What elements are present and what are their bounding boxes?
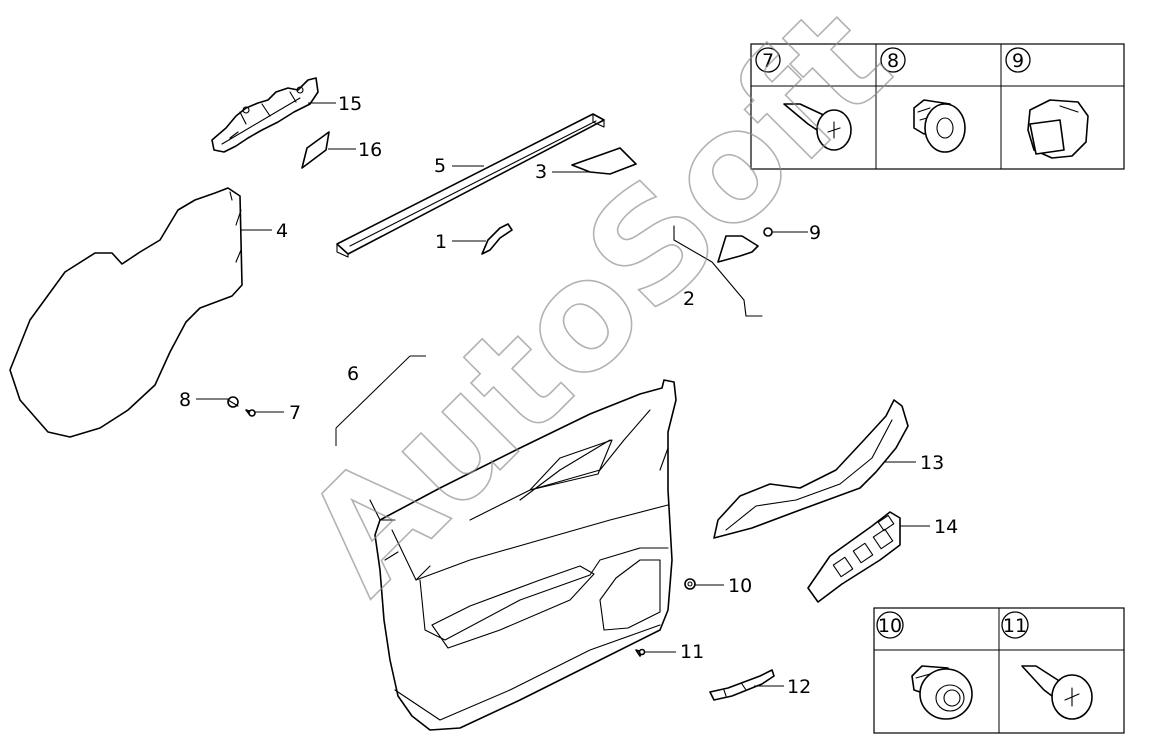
callout-10: 10: [728, 575, 752, 597]
part-2-corner-trim: [673, 225, 763, 317]
part-4-watershield: [9, 187, 243, 438]
clip-8-small: [227, 396, 239, 408]
clip-10-small: [684, 578, 696, 590]
part-16-pad: [301, 131, 330, 169]
grommet-clip-icon: [913, 99, 966, 153]
part-13-armrest-trim: [713, 399, 909, 539]
leader-lines: [196, 102, 930, 687]
callout-4: 4: [276, 220, 288, 242]
callout-7: 7: [289, 402, 301, 424]
callout-15: 15: [338, 93, 362, 115]
callout-13: 13: [920, 452, 944, 474]
callout-3: 3: [535, 161, 547, 183]
part-3-trim-piece: [571, 147, 637, 175]
legend-top-table: 7 8 9: [750, 43, 1125, 170]
part-15-handle-bracket: [211, 77, 319, 153]
push-pin-clip-icon: [1021, 665, 1093, 720]
part-6-door-trim-panel: [369, 379, 677, 731]
callout-8: 8: [179, 389, 191, 411]
callout-2: 2: [683, 288, 695, 310]
callout-5: 5: [434, 155, 446, 177]
push-pin-clip-icon: [783, 103, 852, 151]
callout-12: 12: [787, 676, 811, 698]
retainer-clip-icon: [1027, 99, 1089, 159]
legend-number-9: 9: [1012, 50, 1024, 72]
callout-14: 14: [934, 516, 958, 538]
legend-number-10: 10: [878, 615, 902, 637]
legend-number-7: 7: [762, 50, 774, 72]
part-12-trim-strip: [709, 669, 775, 701]
part-14-switch-panel: [807, 511, 901, 603]
callout-16: 16: [358, 139, 382, 161]
callout-11: 11: [680, 641, 704, 663]
callout-1: 1: [435, 231, 447, 253]
clip-7-small: [245, 409, 256, 417]
clip-11-small: [635, 648, 646, 657]
part-5-belt-weatherstrip: [336, 113, 605, 258]
legend-number-11: 11: [1003, 615, 1027, 637]
grommet-clip-icon: [911, 665, 973, 720]
callout-6: 6: [347, 363, 359, 385]
legend-bottom-table: 10 11: [873, 607, 1125, 734]
legend-number-8: 8: [887, 50, 899, 72]
part-1-cap: [481, 223, 513, 255]
callout-9: 9: [809, 222, 821, 244]
